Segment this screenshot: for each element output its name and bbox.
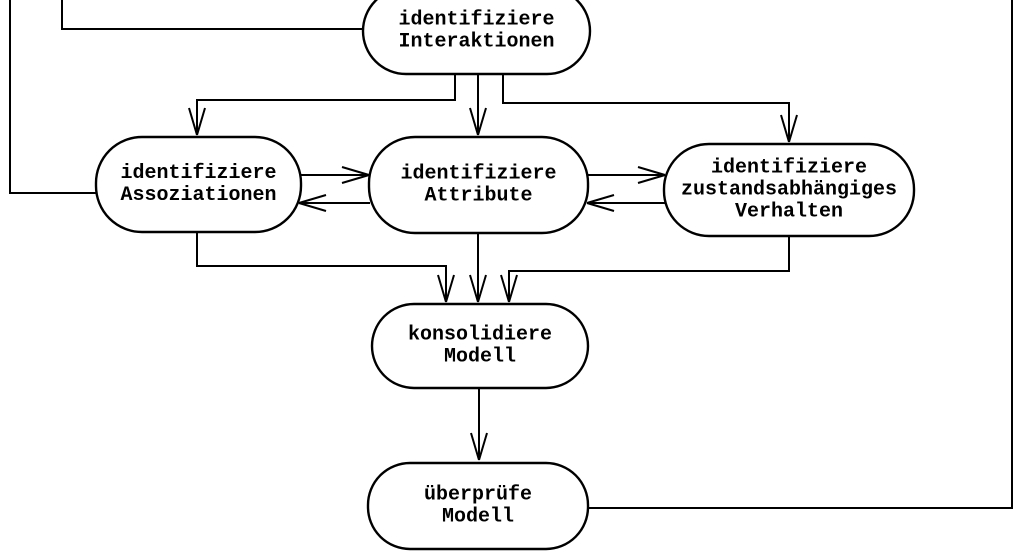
arrowhead-barb <box>437 274 447 303</box>
edge-konsolidiere-modell-to-ueberpruefe-modell <box>470 388 488 461</box>
arrowhead-barb <box>188 107 198 136</box>
node-label-line: identifiziere <box>400 163 556 186</box>
arrowhead <box>341 166 370 184</box>
node-label-line: Interaktionen <box>398 31 554 54</box>
arrowhead-barb <box>341 166 370 176</box>
edge-ueberpruefe-modell-to-offscreen-top-right <box>588 0 1013 509</box>
arrowhead-barb <box>508 274 518 303</box>
edge-identifiziere-attribute-to-identifiziere-assoziationen <box>298 194 370 212</box>
arrowhead <box>780 114 798 143</box>
edge-line <box>508 236 790 302</box>
edge-identifiziere-assoziationen-to-konsolidiere-modell <box>196 232 455 303</box>
edge-line <box>588 0 1013 509</box>
arrowhead <box>500 274 518 303</box>
edge-identifiziere-zustandsabhaengiges-verhalten-to-identifiziere-attribute <box>586 194 666 212</box>
node-shape <box>367 135 590 235</box>
arrowhead-barb <box>780 114 790 143</box>
edge-line <box>196 232 447 302</box>
arrowhead-barb <box>637 174 666 184</box>
node-label-line: konsolidiere <box>408 324 552 347</box>
arrowhead <box>298 194 327 212</box>
node-shape <box>366 461 590 551</box>
edge-identifiziere-interaktionen-to-identifiziere-assoziationen <box>188 74 456 136</box>
arrowhead-barb <box>341 174 370 184</box>
node-label-line: Modell <box>442 506 514 529</box>
node-shape <box>94 135 303 234</box>
node-label-line: Modell <box>444 346 516 369</box>
node-label-line: identifiziere <box>398 9 554 32</box>
node-shape <box>361 0 592 76</box>
edge-identifiziere-assoziationen-to-identifiziere-attribute <box>299 166 370 184</box>
node-label-line: Attribute <box>424 185 532 208</box>
arrowhead-barb <box>445 274 455 303</box>
arrowhead-barb <box>298 194 327 204</box>
arrowhead-barb <box>477 274 487 303</box>
arrowhead-barb <box>637 166 666 176</box>
edge-offscreen-top-left-inner-to-identifiziere-interaktionen <box>61 0 365 30</box>
arrowhead-barb <box>469 274 479 303</box>
edge-identifiziere-zustandsabhaengiges-verhalten-to-konsolidiere-modell <box>500 236 790 303</box>
arrowhead-barb <box>500 274 510 303</box>
arrowhead-barb <box>477 107 487 136</box>
arrowhead <box>469 107 487 136</box>
edge-identifiziere-attribute-to-identifiziere-zustandsabhaengiges-verhalten <box>587 166 666 184</box>
edge-line <box>196 74 456 135</box>
node-shape <box>370 302 590 390</box>
arrowhead-barb <box>788 114 798 143</box>
arrowhead <box>470 432 488 461</box>
arrowhead <box>637 166 666 184</box>
node-label-line: Verhalten <box>735 201 843 224</box>
arrowhead-barb <box>586 202 615 212</box>
edge-identifiziere-attribute-to-konsolidiere-modell <box>469 233 487 303</box>
edge-line <box>9 0 98 194</box>
arrowhead <box>469 274 487 303</box>
node-shape <box>662 142 916 238</box>
arrowhead-barb <box>586 194 615 204</box>
arrowhead <box>437 274 455 303</box>
arrowhead-barb <box>478 432 488 461</box>
node-label-line: Assoziationen <box>120 184 276 207</box>
arrowhead-barb <box>470 432 480 461</box>
arrowhead <box>586 194 615 212</box>
node-label-line: identifiziere <box>120 162 276 185</box>
node-label-line: überprüfe <box>424 484 532 507</box>
edge-offscreen-top-left-outer-to-identifiziere-assoziationen <box>9 0 98 194</box>
edge-identifiziere-interaktionen-to-identifiziere-zustandsabhaengiges-verhalten <box>502 74 798 143</box>
arrowhead-barb <box>196 107 206 136</box>
edge-line <box>61 0 365 30</box>
arrowhead <box>188 107 206 136</box>
node-label-line: identifiziere <box>711 157 867 180</box>
edge-identifiziere-interaktionen-to-identifiziere-attribute <box>469 74 487 136</box>
edge-line <box>502 74 790 142</box>
arrowhead-barb <box>298 202 327 212</box>
node-label-line: zustandsabhängiges <box>681 179 897 202</box>
arrowhead-barb <box>469 107 479 136</box>
